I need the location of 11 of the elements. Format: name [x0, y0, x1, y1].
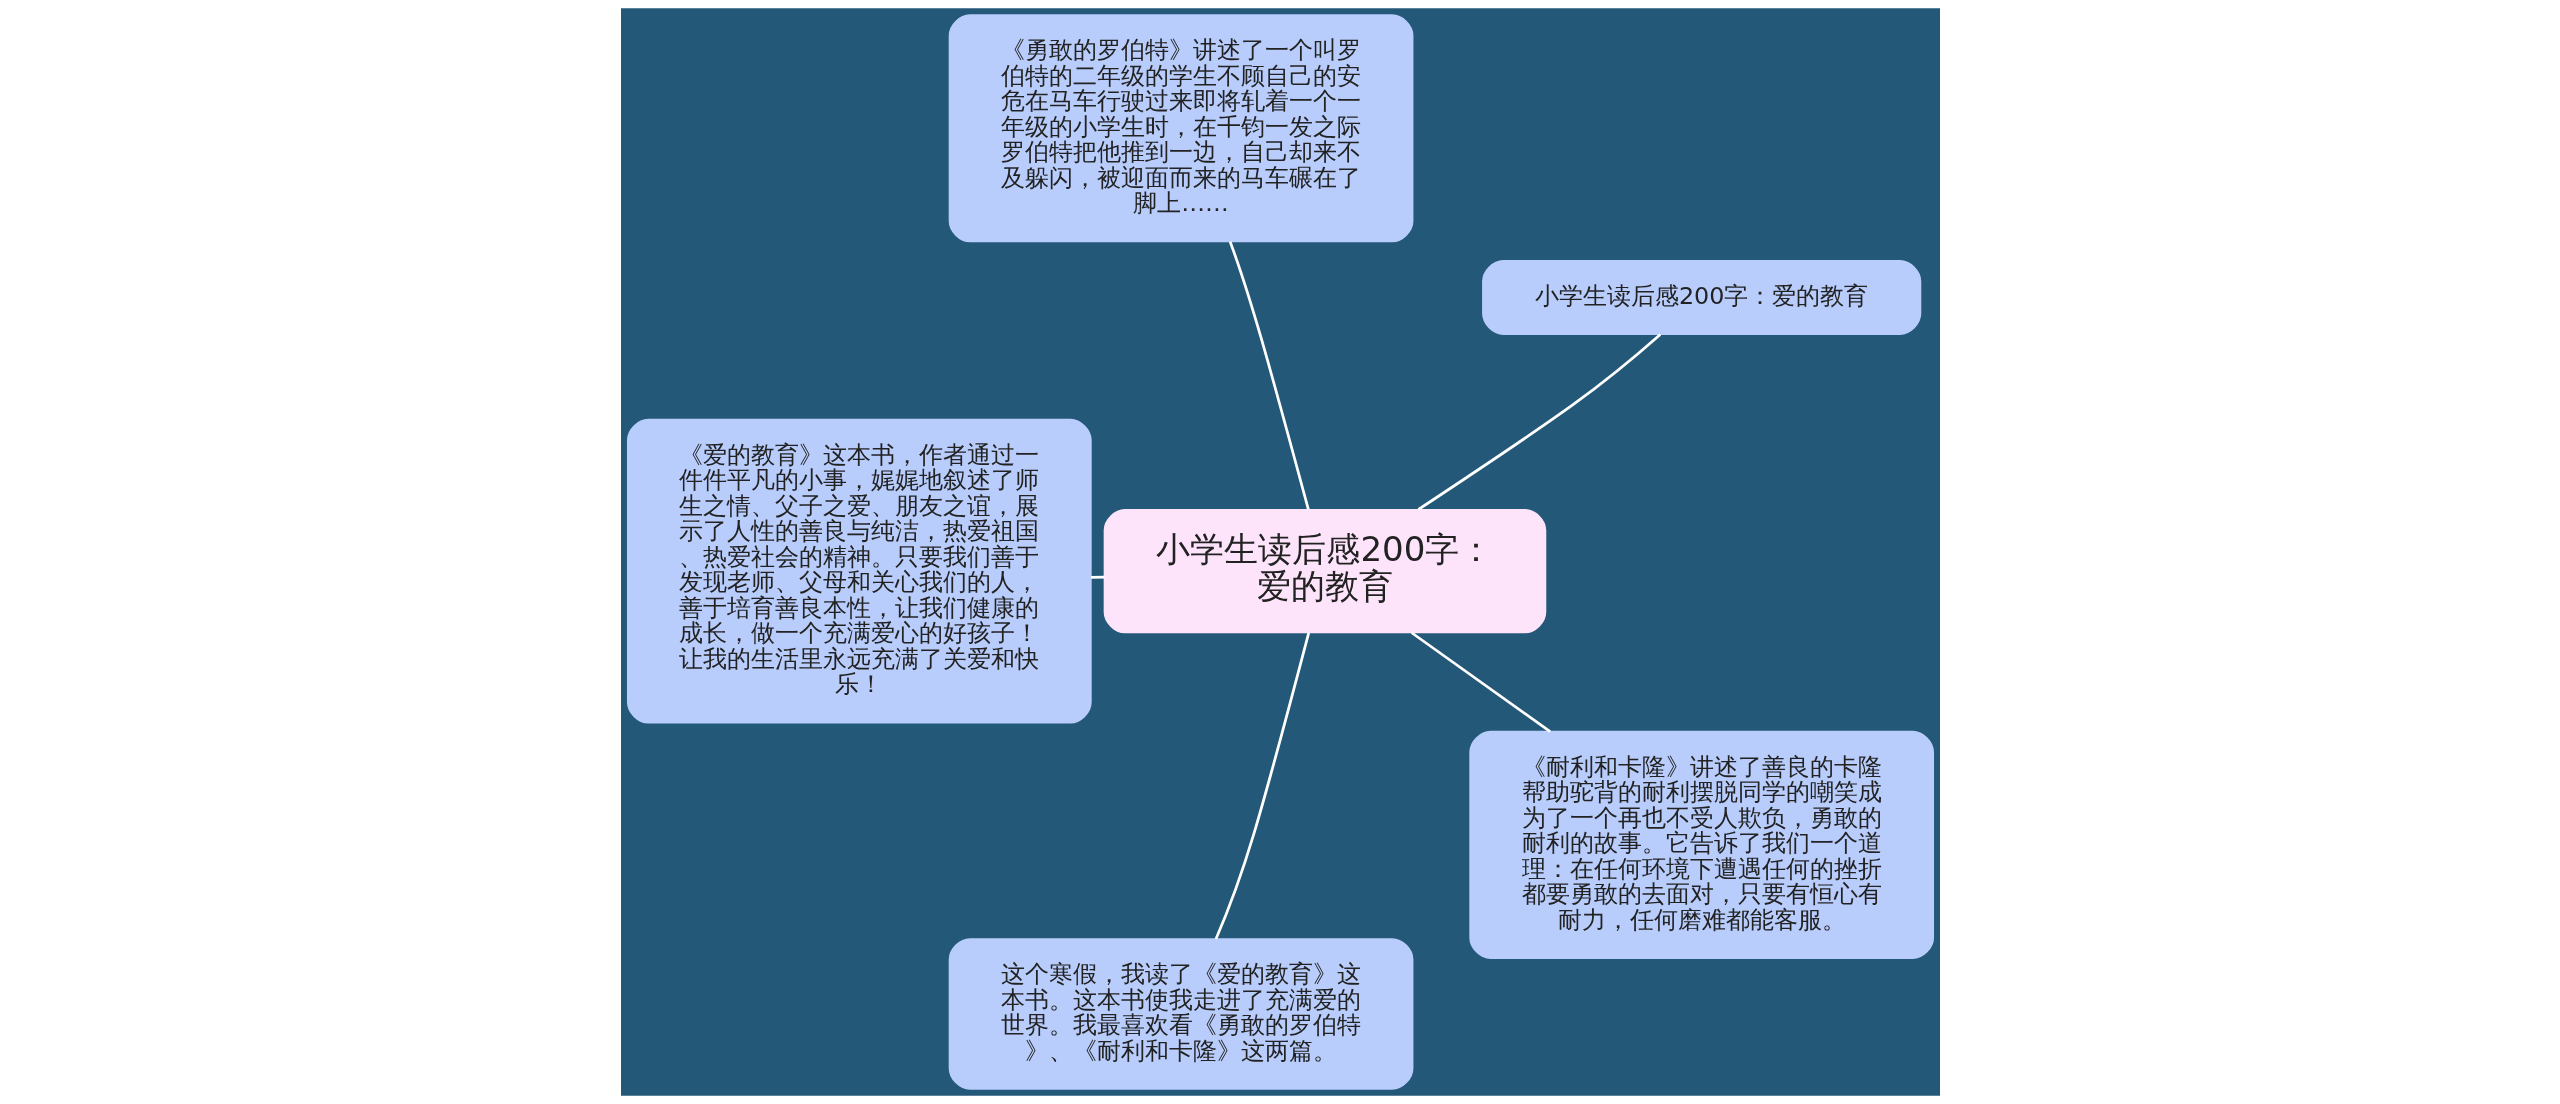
node-box: 《爱的教育》这本书，作者通过一件件平凡的小事，娓娓地叙述了师生之情、父子之爱、朋友之谊，展示了人性的善良与纯洁，热爱祖国、热爱社会的精神。只要我们善于发现老师、父母和关心我们的人，善于培育善良本性，让我们健康的成长，做一个充满爱心的好孩子！让我的生活里永远充满了关爱和快乐！: [626, 418, 1092, 724]
connector: [1410, 631, 1551, 733]
node-box: 小学生读后感200字：爱的教育: [1103, 509, 1546, 634]
connector: [1214, 632, 1310, 940]
node-box: 《勇敢的罗伯特》讲述了一个叫罗伯特的二年级的学生不顾自己的安危在马车行驶过来即将轧着一个一年级的小学生时，在千钧一发之际罗伯特把他推到一边，自己却来不及躲闪，被迎面而来的马车碾在了脚上……: [948, 14, 1413, 243]
node-box: 这个寒假，我读了《爱的教育》这本书。这本书使我走进了充满爱的世界。我最喜欢看《勇敢的罗伯特》、《耐利和卡隆》这两篇。: [948, 938, 1413, 1090]
connector: [1417, 333, 1661, 511]
node-box: 《耐利和卡隆》讲述了善良的卡隆帮助驼背的耐利摆脱同学的嘲笑成为了一个再也不受人欺负，勇敢的耐利的故事。它告诉了我们一个道理：在任何环境下遭遇任何的挫折都要勇敢的去面对，只要有恒心有耐力，任何磨难都能客服。: [1468, 730, 1934, 959]
connector: [1090, 575, 1104, 579]
node-box: 小学生读后感200字：爱的教育: [1481, 260, 1921, 335]
connector: [1228, 241, 1310, 510]
